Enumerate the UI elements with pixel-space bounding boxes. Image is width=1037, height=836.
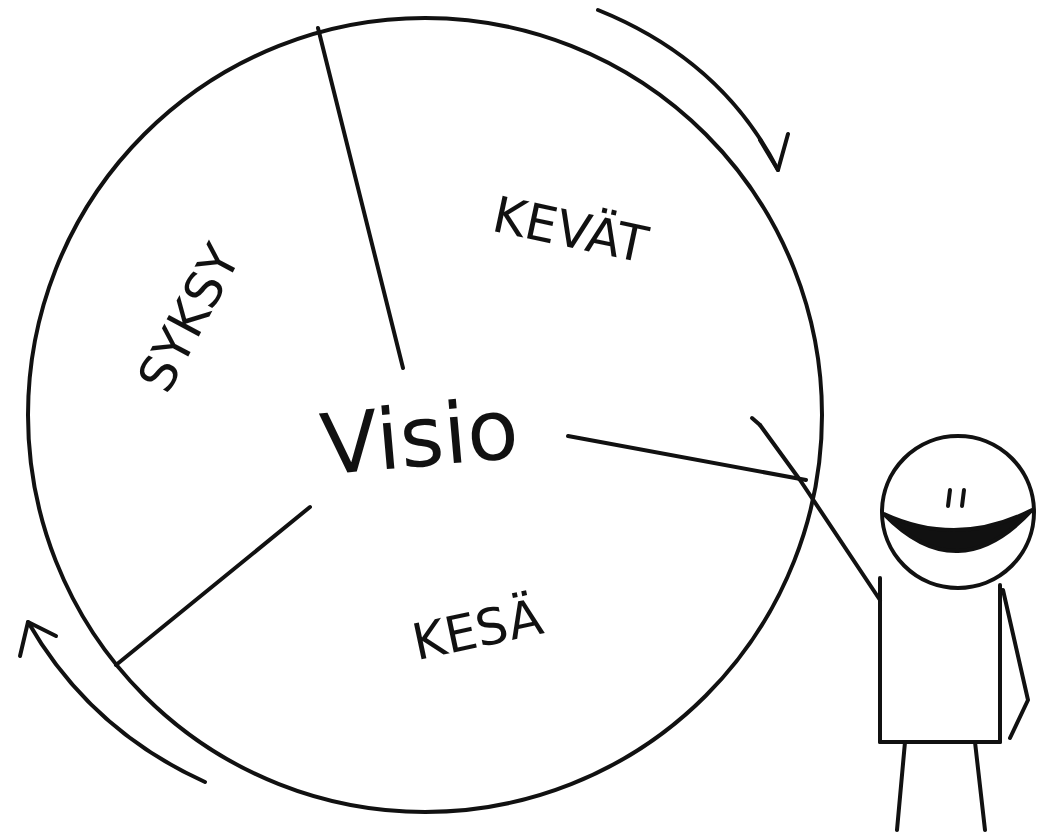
season-sector: SYKSY [121, 227, 258, 410]
figure-head [882, 436, 1034, 588]
figure-body [878, 578, 882, 742]
figure-eye [962, 490, 964, 506]
figure-tongue [944, 556, 970, 564]
figure-body [998, 585, 1002, 742]
figure-arm [1003, 590, 1028, 738]
season-label: SYKSY [129, 236, 251, 401]
figure-eye [948, 490, 950, 506]
vision-wheel: Visio KEVÄT SYKSY KESÄ [25, 15, 825, 815]
figure-leg [897, 742, 905, 830]
arrow-head [760, 134, 788, 170]
season-sector: KESÄ [399, 584, 556, 676]
season-label: KEVÄT [488, 187, 652, 273]
cycle-arrow [28, 622, 205, 782]
wheel-circle [28, 18, 822, 812]
figure-leg [975, 742, 985, 830]
label-holder: Visio [311, 382, 528, 498]
figure-hand [752, 418, 760, 425]
divider-line [318, 28, 403, 368]
figure-body [880, 740, 1000, 744]
cycle-arrow [598, 10, 778, 170]
divider-line [116, 507, 310, 665]
season-sector: KEVÄT [479, 181, 661, 278]
season-label: KESÄ [408, 589, 548, 670]
figure-mouth [884, 510, 1032, 551]
arrow-head [20, 622, 56, 656]
divider-line [568, 436, 806, 480]
vision-label: Visio [311, 382, 528, 492]
